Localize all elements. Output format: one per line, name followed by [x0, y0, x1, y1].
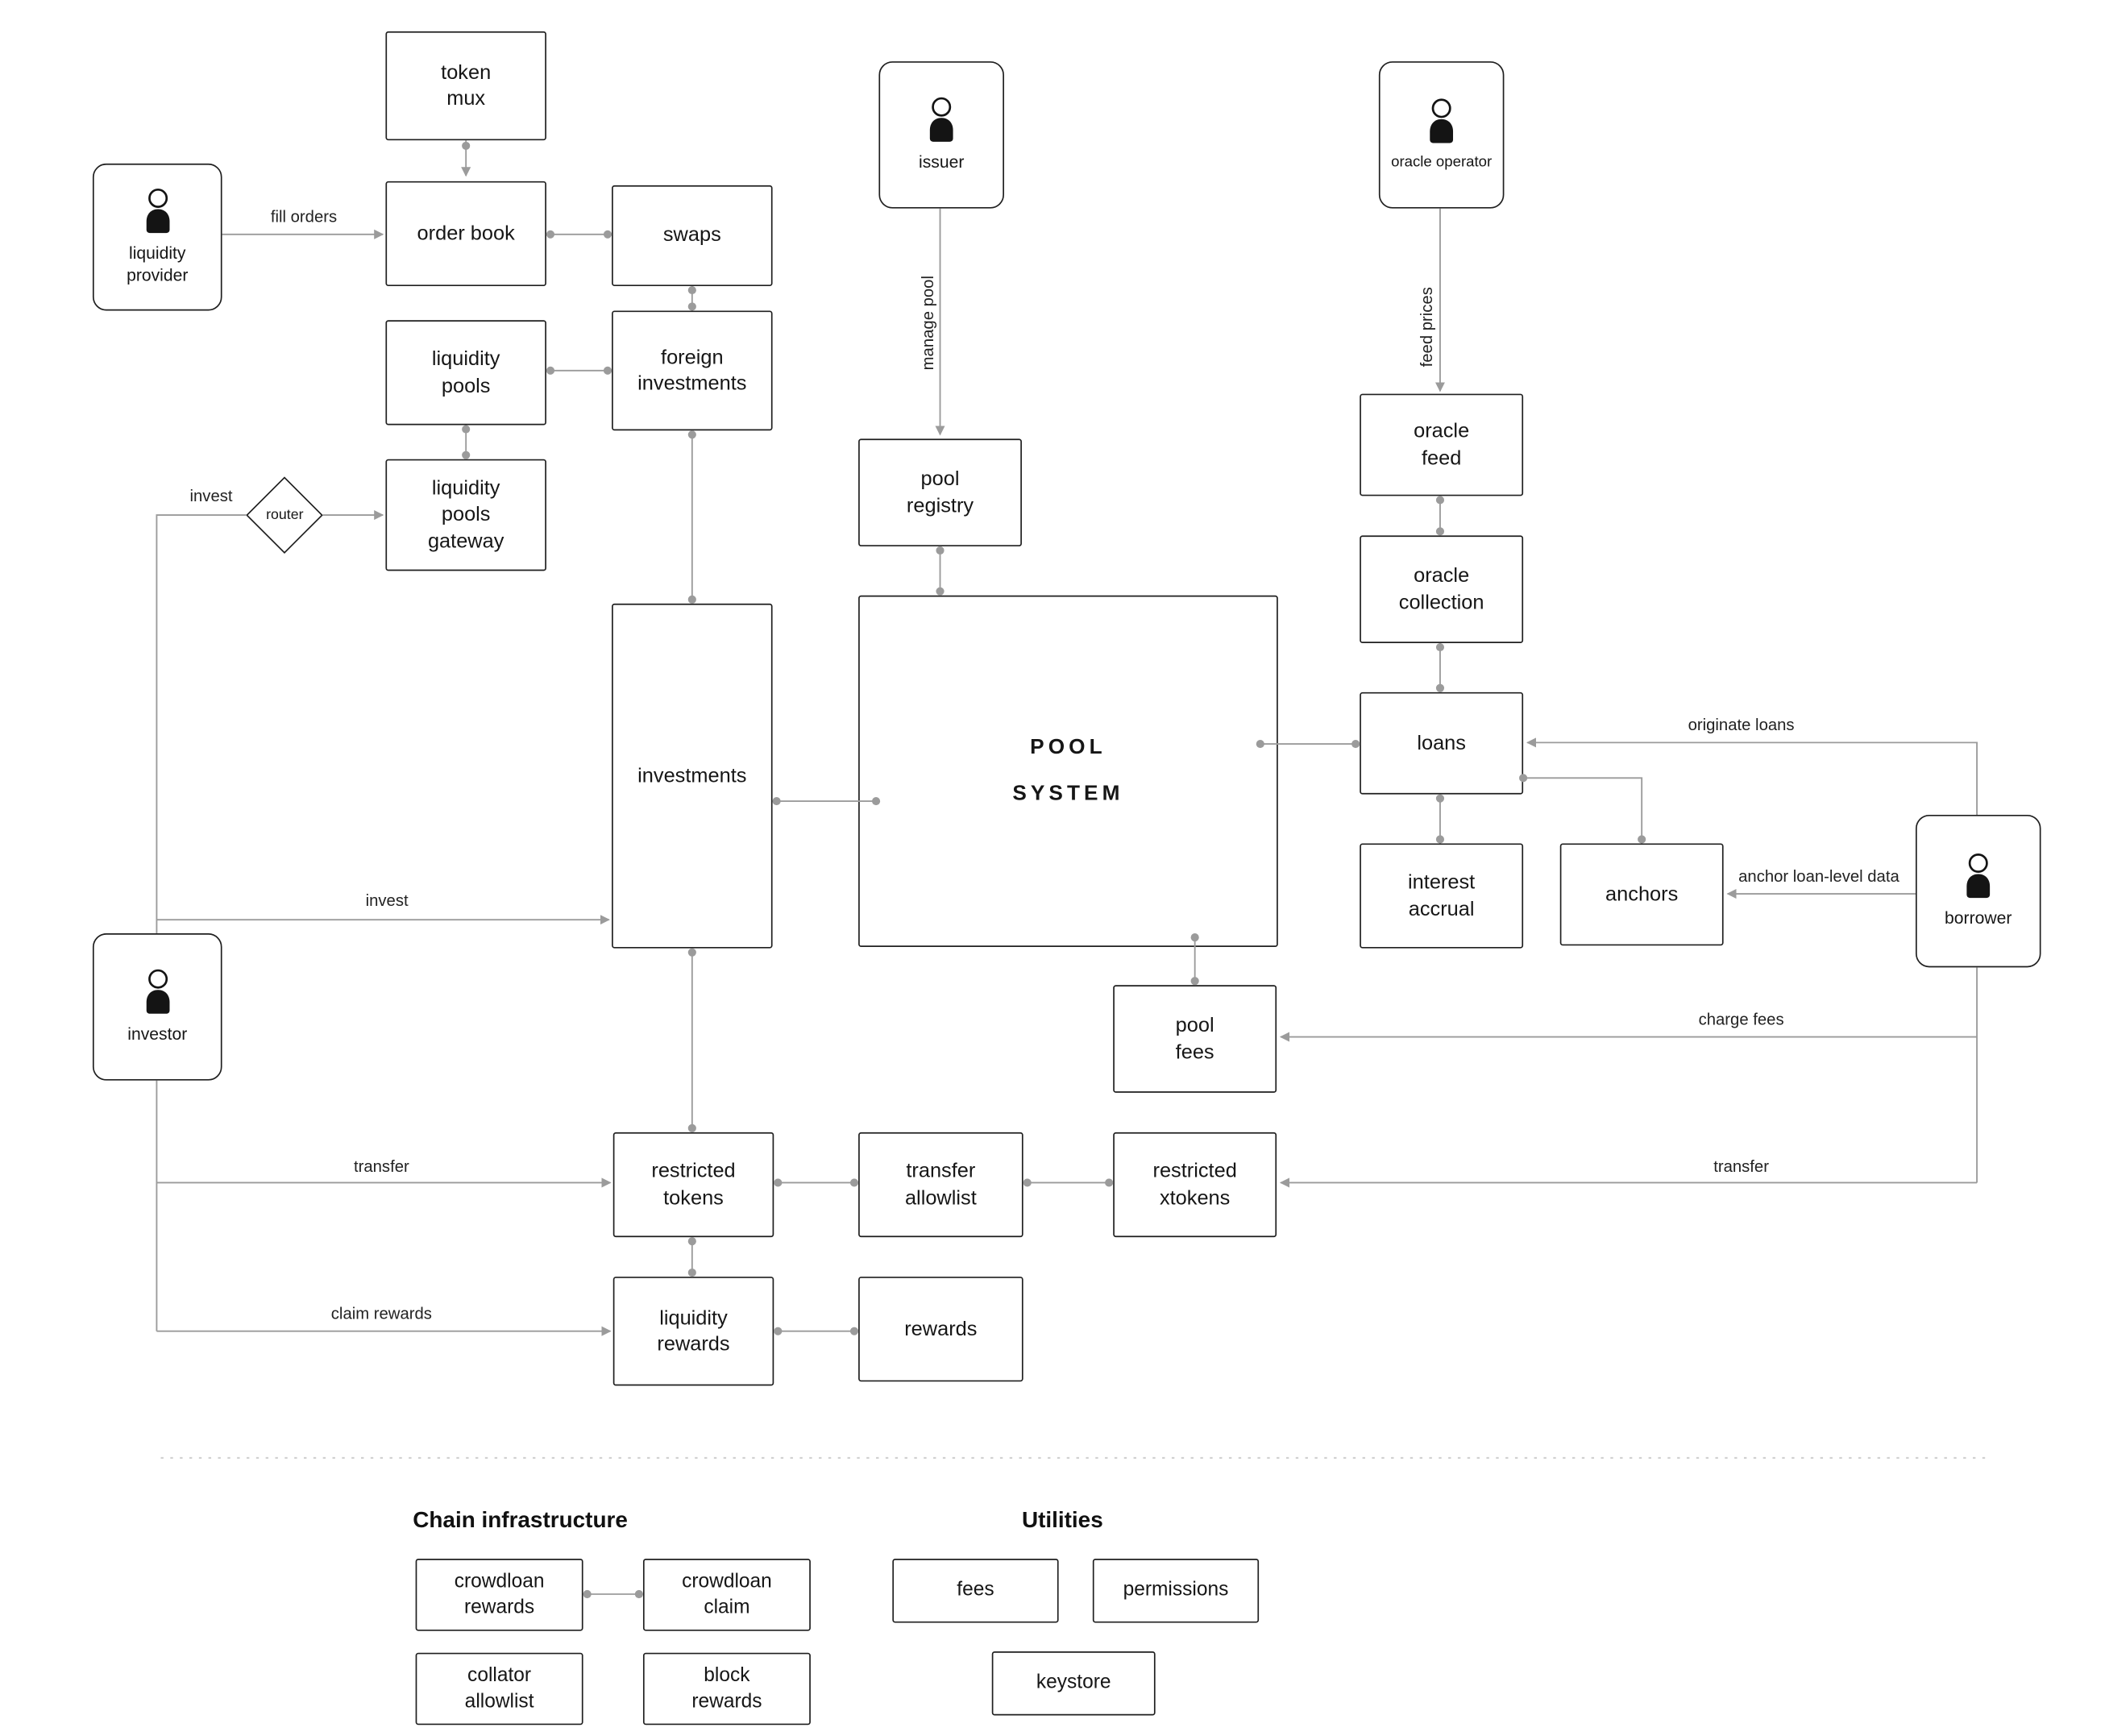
edge-label-claim-rewards: claim rewards — [330, 1303, 432, 1323]
node-restricted-xtokens-label: restricted xtokens — [1152, 1159, 1237, 1210]
node-swaps-label: swaps — [662, 223, 721, 247]
actor-issuer-label: issuer — [919, 152, 965, 172]
node-anchors-label: anchors — [1605, 883, 1679, 906]
node-liquidity-pools-label: liquidity pools — [431, 347, 500, 397]
actor-borrower-label: borrower — [1945, 908, 2012, 928]
node-pool-system-label: POOL SYSTEM — [1012, 735, 1124, 806]
node-transfer-allowlist-label: transfer allowlist — [904, 1159, 977, 1210]
edge-label-fill-orders: fill orders — [270, 206, 338, 226]
node-liquidity-pools-gateway: liquidity pools gateway — [385, 459, 546, 571]
node-collator-allowlist: collator allowlist — [415, 1652, 583, 1726]
node-transfer-allowlist: transfer allowlist — [858, 1132, 1023, 1238]
section-title-chain-infrastructure: Chain infrastructure — [413, 1508, 628, 1533]
node-restricted-tokens: restricted tokens — [612, 1132, 774, 1238]
node-oracle-feed-label: oracle feed — [1414, 419, 1470, 470]
actor-liquidity-provider-label: liquidity provider — [127, 243, 189, 284]
node-keystore-label: keystore — [1036, 1672, 1111, 1694]
node-permissions-label: permissions — [1123, 1579, 1229, 1601]
node-token-mux-label: token mux — [441, 60, 492, 110]
node-restricted-tokens-label: restricted tokens — [651, 1159, 736, 1210]
node-crowdloan-claim: crowdloan claim — [642, 1559, 811, 1631]
node-block-rewards-label: block rewards — [691, 1664, 762, 1713]
node-anchors: anchors — [1559, 843, 1724, 946]
edge-label-originate-loans: originate loans — [1688, 715, 1795, 735]
actor-investor-label: investor — [127, 1024, 188, 1044]
edge-label-invest-router: invest — [189, 486, 233, 506]
node-keystore: keystore — [991, 1651, 1156, 1716]
node-permissions: permissions — [1092, 1559, 1260, 1623]
node-investments-label: investments — [637, 764, 747, 787]
section-title-utilities: Utilities — [1021, 1508, 1103, 1533]
node-oracle-collection: oracle collection — [1360, 535, 1524, 643]
node-fees: fees — [892, 1559, 1059, 1623]
node-token-mux: token mux — [385, 31, 546, 141]
node-fees-label: fees — [957, 1579, 994, 1601]
node-liquidity-rewards-label: liquidity rewards — [657, 1306, 730, 1356]
actor-issuer: issuer — [878, 61, 1004, 209]
node-foreign-investments-label: foreign investments — [637, 345, 747, 396]
node-pool-fees: pool fees — [1113, 985, 1277, 1093]
actor-investor: investor — [92, 933, 222, 1081]
edge-label-feed-prices: feed prices — [1417, 287, 1436, 368]
person-icon — [1421, 98, 1462, 143]
node-pool-registry: pool registry — [858, 438, 1022, 546]
node-foreign-investments: foreign investments — [612, 310, 773, 431]
node-interest-accrual-label: interest accrual — [1408, 870, 1476, 921]
edge-label-transfer-investor: transfer — [353, 1157, 409, 1176]
node-liquidity-pools: liquidity pools — [385, 320, 546, 426]
person-icon — [137, 188, 178, 234]
edge-label-manage-pool: manage pool — [918, 276, 938, 371]
node-rewards: rewards — [858, 1277, 1023, 1382]
node-collator-allowlist-label: collator allowlist — [464, 1664, 534, 1713]
node-order-book-label: order book — [417, 222, 515, 245]
edge-label-transfer-borrower: transfer — [1713, 1157, 1769, 1176]
actor-oracle-operator: oracle operator — [1378, 61, 1505, 209]
node-oracle-feed: oracle feed — [1360, 393, 1524, 496]
node-block-rewards: block rewards — [642, 1652, 811, 1726]
node-crowdloan-rewards: crowdloan rewards — [415, 1559, 583, 1631]
node-swaps: swaps — [612, 185, 773, 287]
node-restricted-xtokens: restricted xtokens — [1113, 1132, 1277, 1238]
node-investments: investments — [612, 603, 773, 949]
node-pool-fees-label: pool fees — [1175, 1013, 1214, 1064]
node-pool-registry-label: pool registry — [906, 467, 974, 517]
person-icon — [137, 968, 178, 1014]
edge-label-charge-fees: charge fees — [1698, 1009, 1784, 1029]
edge-label-anchor-loan-level-data: anchor loan-level data — [1738, 866, 1899, 886]
node-oracle-collection-label: oracle collection — [1398, 563, 1484, 614]
node-interest-accrual: interest accrual — [1360, 843, 1524, 949]
node-liquidity-rewards: liquidity rewards — [612, 1277, 774, 1386]
node-router: router — [246, 476, 323, 554]
actor-oracle-operator-label: oracle operator — [1391, 153, 1493, 170]
node-liquidity-pools-gateway-label: liquidity pools gateway — [427, 476, 504, 553]
node-rewards-label: rewards — [904, 1317, 978, 1341]
node-crowdloan-claim-label: crowdloan claim — [682, 1570, 772, 1618]
node-order-book: order book — [385, 181, 546, 287]
edge-label-invest: invest — [365, 891, 409, 911]
node-loans: loans — [1360, 691, 1524, 795]
node-router-label: router — [266, 506, 304, 524]
actor-liquidity-provider: liquidity provider — [92, 163, 222, 311]
node-pool-system: POOL SYSTEM — [858, 595, 1278, 947]
node-crowdloan-rewards-label: crowdloan rewards — [454, 1570, 545, 1618]
person-icon — [1958, 853, 1999, 899]
node-loans-label: loans — [1417, 731, 1466, 755]
person-icon — [921, 97, 962, 143]
actor-borrower: borrower — [1915, 814, 2041, 968]
